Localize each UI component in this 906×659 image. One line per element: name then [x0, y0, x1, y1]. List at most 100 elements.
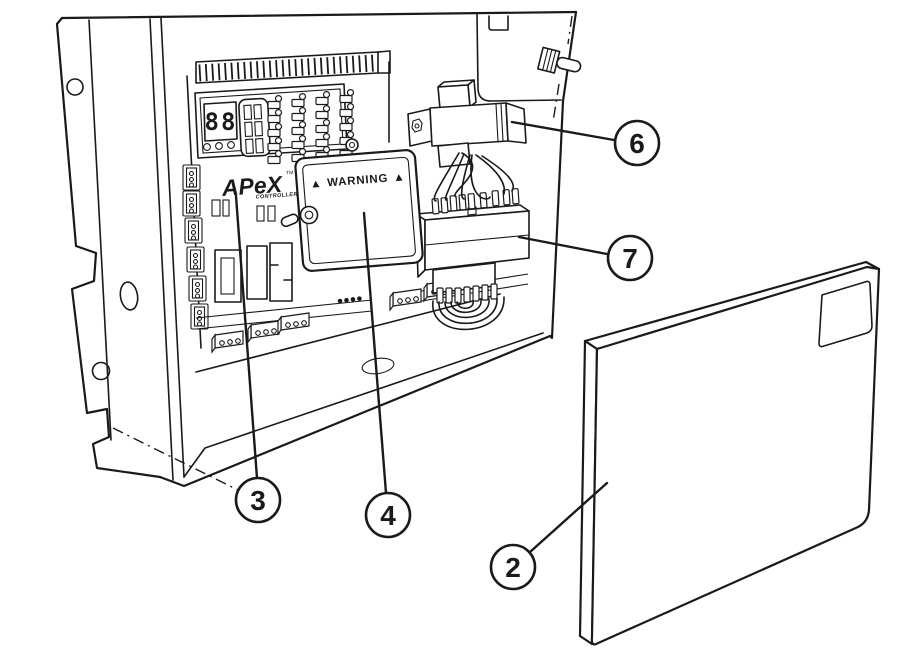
hinge-pin [280, 213, 299, 228]
flange-slot [119, 281, 139, 311]
mounting-flange-edge [55, 16, 162, 479]
enclosure-right-edge [548, 10, 578, 340]
keypad-key [245, 138, 254, 155]
connector-block [182, 164, 201, 191]
wire-pin [481, 284, 489, 301]
panel-button [203, 143, 211, 151]
callout-circle [234, 476, 282, 524]
leader-lines [234, 120, 616, 554]
wire [481, 155, 515, 192]
bolt-axis-line-lower [552, 83, 560, 123]
seven-segment-display [203, 101, 238, 142]
keypad-key [254, 121, 264, 137]
relay-inner [220, 257, 235, 295]
cover-standoff-center [348, 141, 356, 149]
inner-wall-line-1 [149, 18, 174, 481]
wire-pin [472, 285, 480, 302]
enclosure-back-box [55, 10, 578, 491]
flange-hole-top [66, 78, 84, 96]
wire-pin [449, 194, 458, 212]
bolt-shaft [556, 56, 582, 73]
warning-cover: ▲WARNING▲ [280, 138, 424, 272]
wire-pin [491, 189, 500, 207]
bracket-screw [414, 123, 420, 129]
bottom-wall-fold [183, 332, 544, 478]
wiring-connector-assembly [415, 152, 530, 331]
wire [454, 152, 474, 198]
connector-block [188, 275, 207, 302]
wire-pin [479, 191, 488, 209]
cover-body [294, 149, 424, 272]
hinge-ring-center [304, 210, 314, 220]
hazard-triangle-icon: ▲ [310, 178, 323, 191]
keypad-key [244, 121, 254, 138]
bottom-knockout-oval [361, 357, 395, 375]
connector-block [186, 246, 205, 273]
terminal-dot-strip [337, 295, 367, 304]
relay [269, 242, 293, 302]
flange-hole-bottom [91, 361, 111, 381]
terminal-block [247, 320, 280, 343]
wire-loop [456, 300, 474, 310]
connector-block [415, 204, 530, 294]
bolt-head-facets [542, 48, 557, 73]
callout-number: 6 [629, 128, 645, 159]
wire-pin [454, 287, 462, 304]
component [256, 205, 265, 222]
core-lamination-lines [495, 103, 504, 143]
component [222, 199, 230, 217]
relay [246, 245, 268, 300]
hex-bolt [537, 46, 582, 74]
brand-trademark: TM [286, 170, 294, 176]
transformer [407, 79, 527, 168]
wire [470, 154, 491, 200]
top-terminal-strip [195, 50, 391, 84]
leader-7 [517, 235, 609, 256]
callout-circle [489, 543, 537, 591]
wires-bottom [432, 296, 505, 331]
board-bottom-edge [195, 293, 501, 373]
wire-pin [436, 287, 444, 304]
wire [444, 153, 465, 201]
callout-6: 6 [613, 119, 661, 167]
wire-loop [438, 297, 498, 325]
connector-block [182, 190, 201, 217]
alignment-axis-line [112, 427, 239, 491]
terminal-block [277, 312, 310, 335]
left-connector-column [182, 164, 209, 330]
callout-number: 4 [380, 500, 396, 531]
callout-circle [606, 234, 654, 282]
callout-circle [364, 491, 412, 539]
bolt-axis-line-upper [567, 15, 573, 45]
terminal-block [211, 330, 244, 353]
board-components [211, 199, 293, 303]
panel-button [227, 141, 235, 149]
seven-segment-value: 88 [205, 108, 238, 136]
wire-pin [445, 287, 453, 304]
leader-6 [510, 120, 616, 142]
callout-number: 3 [250, 485, 266, 516]
leader-3 [234, 194, 259, 480]
wire-pin [463, 286, 471, 303]
leader-2 [528, 481, 609, 554]
wire-loop [450, 299, 482, 314]
door-panel [578, 260, 881, 646]
warning-text: WARNING [327, 173, 389, 190]
callout-3: 3 [234, 476, 282, 524]
callout-number: 7 [622, 243, 638, 274]
transformer-bottom-yoke [437, 142, 471, 168]
wire [460, 154, 471, 200]
wire-pin [440, 196, 449, 214]
connector-block [184, 217, 203, 244]
warning-label: ▲WARNING▲ [310, 171, 406, 190]
brand-subtitle: CONTROLLER [255, 192, 298, 201]
enclosure-top-edge [60, 10, 578, 20]
wire [433, 152, 460, 202]
wires-top [433, 152, 515, 202]
keypad [238, 97, 271, 158]
panel-button [215, 142, 223, 150]
wire [475, 154, 506, 195]
door-label [818, 280, 873, 348]
